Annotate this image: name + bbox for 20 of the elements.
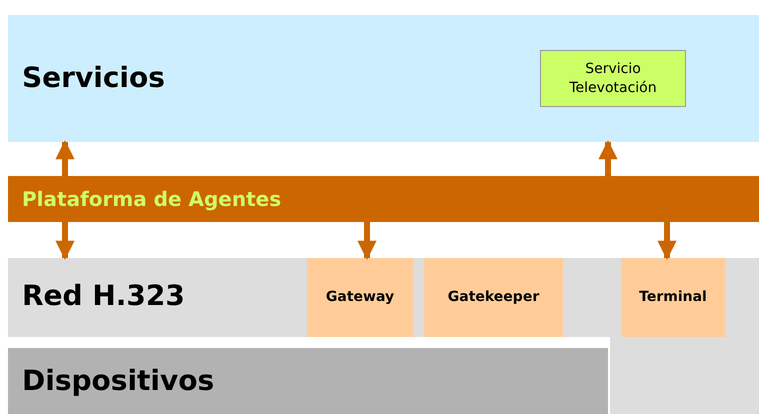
- label: Servicios: [22, 60, 165, 96]
- component-box: [424, 258, 563, 337]
- label: Red H.323: [22, 278, 185, 314]
- arrow: [55, 140, 75, 176]
- arrow: [657, 222, 677, 260]
- arrow: [357, 222, 377, 260]
- label: Gateway: [326, 288, 394, 307]
- component-box: [621, 258, 725, 337]
- services-band: [8, 15, 759, 142]
- component-box: [307, 258, 413, 337]
- label: Plataforma de Agentes: [22, 186, 282, 212]
- label: Servicio Televotación: [568, 60, 658, 97]
- service-box: [540, 50, 686, 107]
- label: Gatekeeper: [448, 288, 540, 307]
- label: Terminal: [639, 288, 707, 307]
- label: Dispositivos: [22, 362, 214, 399]
- arrow: [598, 140, 618, 176]
- platform-band: [8, 176, 759, 222]
- devices-band: [8, 348, 608, 414]
- arrow: [55, 222, 75, 260]
